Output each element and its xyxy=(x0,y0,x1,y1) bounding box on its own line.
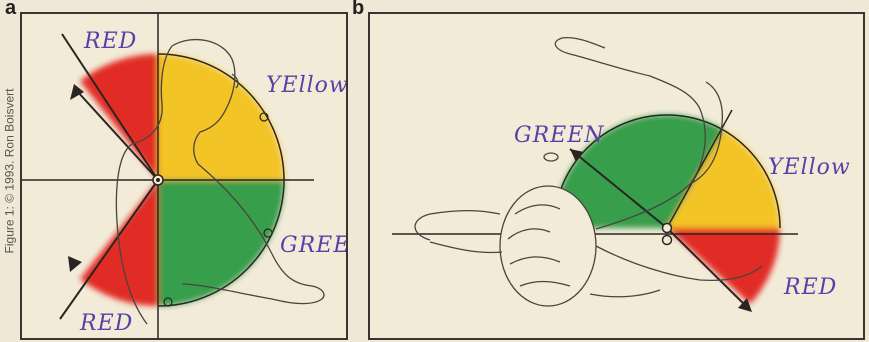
shoulder-joint-upper-icon xyxy=(663,224,672,233)
panel-b: GREEN YEllow RED xyxy=(368,12,865,340)
label-red-top: RED xyxy=(83,29,137,54)
credit-text: Figure 1: © 1993. Ron Boisvert xyxy=(2,89,16,254)
green-sector xyxy=(158,180,284,306)
panel-a: RED YEllow GREEN RED xyxy=(20,12,348,340)
shoulder-joint-lower-icon xyxy=(663,236,672,245)
panel-b-letter: b xyxy=(352,0,364,20)
figure-credit: Figure 1: © 1993. Ron Boisvert xyxy=(2,0,16,342)
label-yellow: YEllow xyxy=(768,155,851,180)
label-red-bottom: RED xyxy=(79,311,133,336)
label-green: GREEN xyxy=(280,233,346,258)
label-green: GREEN xyxy=(514,123,605,148)
panel-b-diagram: GREEN YEllow RED xyxy=(370,14,863,338)
panel-a-diagram: RED YEllow GREEN RED xyxy=(22,14,346,338)
label-yellow: YEllow xyxy=(266,73,346,98)
red-sector xyxy=(667,228,780,304)
panel-a-letter: a xyxy=(5,0,16,20)
label-red: RED xyxy=(783,275,837,300)
lower-arrow-head-icon xyxy=(68,256,82,272)
